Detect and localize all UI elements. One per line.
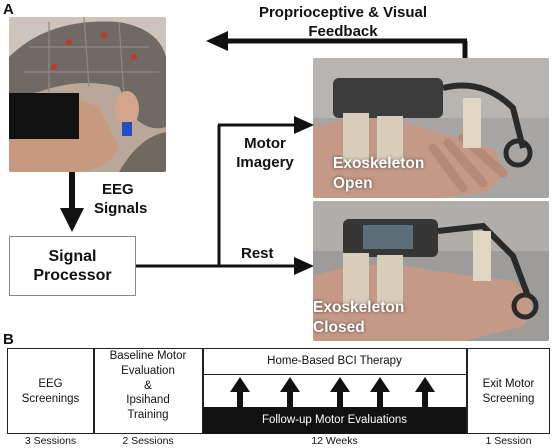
- eeg-cap-photo: [9, 17, 166, 172]
- exoskeleton-closed-illustration: [313, 201, 549, 341]
- panel-b-label: B: [3, 331, 14, 348]
- signal-processor-line2: Processor: [33, 267, 112, 284]
- motor-imagery-label-line2: Imagery: [236, 154, 294, 171]
- divider-2: [202, 348, 204, 434]
- footer-12-weeks: 12 Weeks: [311, 435, 358, 447]
- follow-up-evaluations-text: Follow-up Motor Evaluations: [261, 414, 408, 426]
- exoskeleton-closed-label-line1: Exoskeleton: [313, 299, 405, 316]
- signal-processor-box: Signal Processor: [9, 236, 136, 296]
- feedback-label-line1: Proprioceptive & Visual: [258, 4, 428, 21]
- exoskeleton-closed-photo: Exoskeleton Closed: [313, 201, 549, 341]
- panel-a-label: A: [3, 1, 14, 18]
- therapy-title-row: Home-Based BCI Therapy: [203, 348, 466, 375]
- home-bci-therapy-title: Home-Based BCI Therapy: [267, 355, 402, 367]
- divider-3: [466, 348, 468, 434]
- exoskeleton-open-label-line1: Exoskeleton: [333, 155, 425, 172]
- signal-processor-line1: Signal: [48, 248, 97, 265]
- footer-2-sessions: 2 Sessions: [122, 435, 174, 447]
- rest-label: Rest: [241, 245, 274, 262]
- exit-motor-screening-text: Exit Motor Screening: [482, 378, 535, 405]
- footer-1-session: 1 Session: [485, 435, 532, 447]
- eeg-screenings-text: EEG Screenings: [21, 378, 80, 405]
- feedback-arrow: [206, 31, 468, 58]
- eeg-signals-arrow: [60, 172, 84, 232]
- divider-1: [93, 348, 95, 434]
- footer-3-sessions: 3 Sessions: [24, 435, 77, 447]
- feedback-label-line2: Feedback: [308, 23, 378, 40]
- exoskeleton-open-illustration: [313, 58, 549, 198]
- eeg-signals-label-line2: Signals: [94, 200, 148, 217]
- exoskeleton-closed-label-line2: Closed: [313, 319, 365, 336]
- eeg-signals-label-line1: EEG: [102, 181, 134, 198]
- baseline-motor-text: Baseline Motor Evaluation & Ipsihand Tra…: [109, 350, 187, 422]
- exoskeleton-open-label-line2: Open: [333, 175, 373, 192]
- follow-up-bar: Follow-up Motor Evaluations: [203, 407, 466, 434]
- processor-output-arrows: [136, 116, 314, 275]
- eeg-cap-illustration: [9, 17, 166, 172]
- motor-imagery-label-line1: Motor: [244, 135, 286, 152]
- exoskeleton-open-photo: Exoskeleton Open: [313, 58, 549, 198]
